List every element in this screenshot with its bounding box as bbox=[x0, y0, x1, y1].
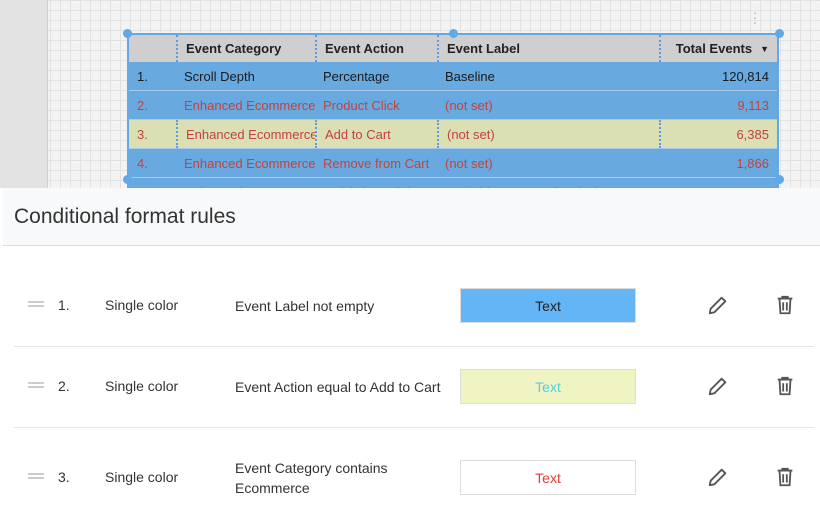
report-canvas: ··· Event Category Event Action Event La… bbox=[0, 0, 820, 188]
resize-handle[interactable] bbox=[449, 29, 458, 38]
cell-event-action: Percentage bbox=[323, 68, 390, 84]
cell-total-events: 6,385 bbox=[659, 120, 777, 148]
edit-pencil-icon[interactable] bbox=[707, 294, 729, 319]
rule-number: 2. bbox=[58, 378, 70, 394]
cell-event-label: Android Tone Hoodie Black bbox=[437, 178, 659, 189]
delete-trash-icon[interactable] bbox=[774, 375, 796, 400]
format-rule[interactable]: 3. Single color Event Category contains … bbox=[14, 458, 814, 498]
edit-pencil-icon[interactable] bbox=[707, 375, 729, 400]
cell-event-action: Add to Cart bbox=[315, 120, 437, 148]
header-event-action[interactable]: Event Action bbox=[315, 35, 437, 62]
sort-desc-icon[interactable]: ▼ bbox=[760, 43, 769, 54]
resize-handle[interactable] bbox=[775, 175, 784, 184]
table-row[interactable]: 2. Enhanced Ecommerce Product Click (not se… bbox=[129, 91, 777, 120]
delete-trash-icon[interactable] bbox=[774, 294, 796, 319]
table-row[interactable]: 4. Enhanced Ecommerce Remove from Cart (not… bbox=[129, 149, 777, 178]
drag-handle-icon[interactable] bbox=[28, 301, 44, 307]
canvas-left-margin bbox=[0, 0, 48, 188]
more-options-icon[interactable]: ··· bbox=[752, 4, 758, 30]
cell-total-events: 1,320 bbox=[659, 178, 777, 189]
resize-handle[interactable] bbox=[123, 29, 132, 38]
rule-condition: Event Category contains Ecommerce bbox=[235, 460, 388, 496]
cell-event-category: Enhanced Ecommerce bbox=[184, 155, 315, 171]
style-preview: Text bbox=[460, 288, 636, 323]
cell-event-label: (not set) bbox=[437, 120, 659, 148]
rule-type: Single color bbox=[105, 297, 179, 313]
drag-handle-icon[interactable] bbox=[28, 382, 44, 388]
row-index: 2. bbox=[137, 97, 148, 113]
header-event-category[interactable]: Event Category bbox=[176, 35, 315, 62]
rule-divider bbox=[14, 427, 814, 428]
rule-number: 3. bbox=[58, 469, 70, 485]
row-index: 1. bbox=[137, 68, 148, 84]
style-preview: Text bbox=[460, 460, 636, 495]
resize-handle[interactable] bbox=[123, 175, 132, 184]
header-total-events[interactable]: Total Events ▼ bbox=[659, 35, 777, 62]
cell-event-action: Product Click bbox=[323, 97, 400, 113]
cell-event-label: (not set) bbox=[445, 155, 493, 171]
cell-total-events: 9,113 bbox=[737, 97, 769, 113]
format-rule[interactable]: 2. Single color Event Action equal to Ad… bbox=[14, 367, 814, 407]
data-table[interactable]: Event Category Event Action Event Label … bbox=[127, 33, 779, 188]
rule-condition: Event Label not empty bbox=[235, 298, 375, 314]
table-header: Event Category Event Action Event Label … bbox=[129, 35, 777, 62]
resize-handle[interactable] bbox=[775, 29, 784, 38]
row-index: 3. bbox=[137, 126, 148, 142]
rule-type: Single color bbox=[105, 378, 179, 394]
header-total-events-label: Total Events bbox=[675, 41, 753, 56]
table-row[interactable]: 1. Scroll Depth Percentage Baseline 120,814 bbox=[129, 62, 777, 91]
cell-total-events: 1,866 bbox=[736, 155, 769, 171]
drag-handle-icon[interactable] bbox=[28, 473, 44, 479]
cell-event-action: Quickview Click bbox=[315, 178, 437, 189]
rule-number: 1. bbox=[58, 297, 70, 313]
edit-pencil-icon[interactable] bbox=[707, 466, 729, 491]
style-preview: Text bbox=[460, 369, 636, 404]
conditional-format-panel: Conditional format rules 1. Single color… bbox=[3, 188, 820, 524]
cell-event-action: Remove from Cart bbox=[323, 155, 430, 171]
table-row[interactable]: 5.Enhanced EcommerceQuickview ClickAndro… bbox=[129, 178, 777, 188]
row-index: 5. bbox=[129, 178, 176, 189]
rule-type: Single color bbox=[105, 469, 179, 485]
header-index bbox=[129, 35, 176, 62]
cell-event-category: Enhanced Ecommerce bbox=[184, 97, 315, 113]
cell-total-events: 120,814 bbox=[722, 68, 769, 84]
rule-condition: Event Action equal to Add to Cart bbox=[235, 379, 441, 395]
panel-title: Conditional format rules bbox=[3, 188, 820, 246]
format-rule[interactable]: 1. Single color Event Label not empty Te… bbox=[14, 286, 814, 326]
cell-event-label: Baseline bbox=[445, 68, 495, 84]
cell-event-category: Enhanced Ecommerce bbox=[176, 120, 315, 148]
cell-event-category: Enhanced Ecommerce bbox=[176, 178, 315, 189]
cell-event-category: Scroll Depth bbox=[184, 68, 255, 84]
rule-divider bbox=[14, 346, 814, 347]
cell-event-label: (not set) bbox=[445, 97, 493, 113]
row-index: 4. bbox=[137, 155, 148, 171]
delete-trash-icon[interactable] bbox=[774, 466, 796, 491]
header-event-label[interactable]: Event Label bbox=[437, 35, 659, 62]
